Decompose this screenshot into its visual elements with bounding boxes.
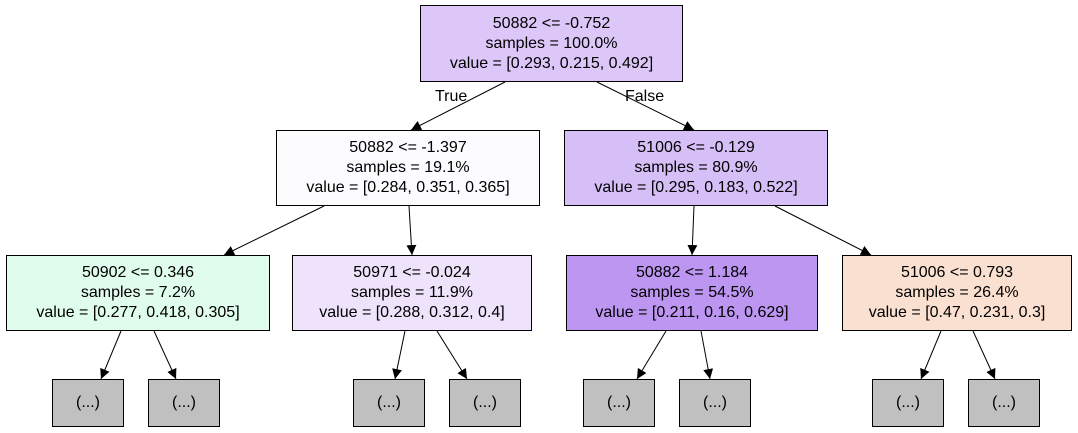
edge-label-true: True: [435, 88, 468, 105]
truncated-leaf-label: (...): [473, 394, 497, 411]
tree-edge: [687, 205, 698, 256]
node-condition: 51006 <= 0.793: [900, 264, 1014, 281]
node-value: value = [0.288, 0.312, 0.4]: [319, 304, 505, 321]
tree-edge: [100, 330, 122, 380]
node-samples: samples = 19.1%: [346, 159, 470, 176]
truncated-leaf: (...): [583, 379, 655, 427]
tree-edge: [436, 330, 468, 380]
truncated-leaf-label: (...): [377, 394, 401, 411]
truncated-leaf: (...): [872, 379, 944, 427]
truncated-leaf-label: (...): [896, 394, 920, 411]
node-samples: samples = 7.2%: [80, 284, 196, 301]
tree-node-n1: 50882 <= -1.397 samples = 19.1% value = [0…: [276, 130, 540, 206]
node-value: value = [0.284, 0.351, 0.365]: [306, 179, 510, 196]
tree-edge: [596, 81, 695, 131]
node-condition: 50971 <= -0.024: [353, 264, 471, 281]
tree-edge: [153, 330, 177, 380]
node-condition: 50882 <= -0.752: [492, 14, 611, 32]
tree-edge: [920, 330, 942, 380]
tree-edge: [774, 205, 872, 256]
truncated-leaf: (...): [449, 379, 521, 427]
tree-node-n0: 50882 <= -0.752 samples = 100.0% value = […: [420, 5, 683, 82]
node-value: value = [0.293, 0.215, 0.492]: [449, 54, 654, 72]
node-value: value = [0.295, 0.183, 0.522]: [594, 179, 798, 196]
node-value: value = [0.277, 0.418, 0.305]: [36, 304, 240, 321]
truncated-leaf: (...): [148, 379, 220, 427]
node-condition: 50902 <= 0.346: [81, 264, 195, 281]
tree-node-n5: 50882 <= 1.184 samples = 54.5% value = [0.…: [566, 255, 818, 331]
node-samples: samples = 11.9%: [351, 284, 473, 301]
node-samples: samples = 80.9%: [634, 159, 758, 176]
tree-edge: [223, 205, 325, 256]
tree-node-n6: 51006 <= 0.793 samples = 26.4% value = [0.…: [842, 255, 1072, 331]
truncated-leaf: (...): [968, 379, 1040, 427]
node-value: value = [0.211, 0.16, 0.629]: [595, 304, 789, 321]
node-value: value = [0.47, 0.231, 0.3]: [868, 304, 1046, 321]
tree-edge: [972, 330, 996, 380]
truncated-leaf-label: (...): [992, 394, 1016, 411]
tree-edge: [410, 81, 506, 131]
truncated-leaf-label: (...): [172, 394, 196, 411]
truncated-leaf: (...): [679, 379, 751, 427]
truncated-leaf: (...): [353, 379, 425, 427]
truncated-leaf-label: (...): [607, 394, 631, 411]
tree-node-n3: 50902 <= 0.346 samples = 7.2% value = [0.2…: [6, 255, 270, 331]
tree-edge: [406, 205, 417, 256]
truncated-leaf-label: (...): [76, 394, 100, 411]
node-condition: 50882 <= -1.397: [349, 139, 467, 156]
node-samples: samples = 54.5%: [630, 284, 754, 301]
tree-edge: [392, 330, 406, 380]
node-condition: 51006 <= -0.129: [637, 139, 755, 156]
edge-label-false: False: [625, 88, 665, 105]
node-samples: samples = 26.4%: [895, 284, 1019, 301]
truncated-leaf-label: (...): [703, 394, 727, 411]
tree-edge: [636, 330, 667, 380]
tree-node-n2: 51006 <= -0.129 samples = 80.9% value = [0…: [564, 130, 828, 206]
node-condition: 50882 <= 1.184: [635, 264, 749, 281]
node-samples: samples = 100.0%: [485, 34, 618, 52]
tree-node-n4: 50971 <= -0.024 samples = 11.9% value = [0…: [292, 255, 532, 331]
tree-edge: [700, 330, 714, 380]
truncated-leaf: (...): [52, 379, 124, 427]
